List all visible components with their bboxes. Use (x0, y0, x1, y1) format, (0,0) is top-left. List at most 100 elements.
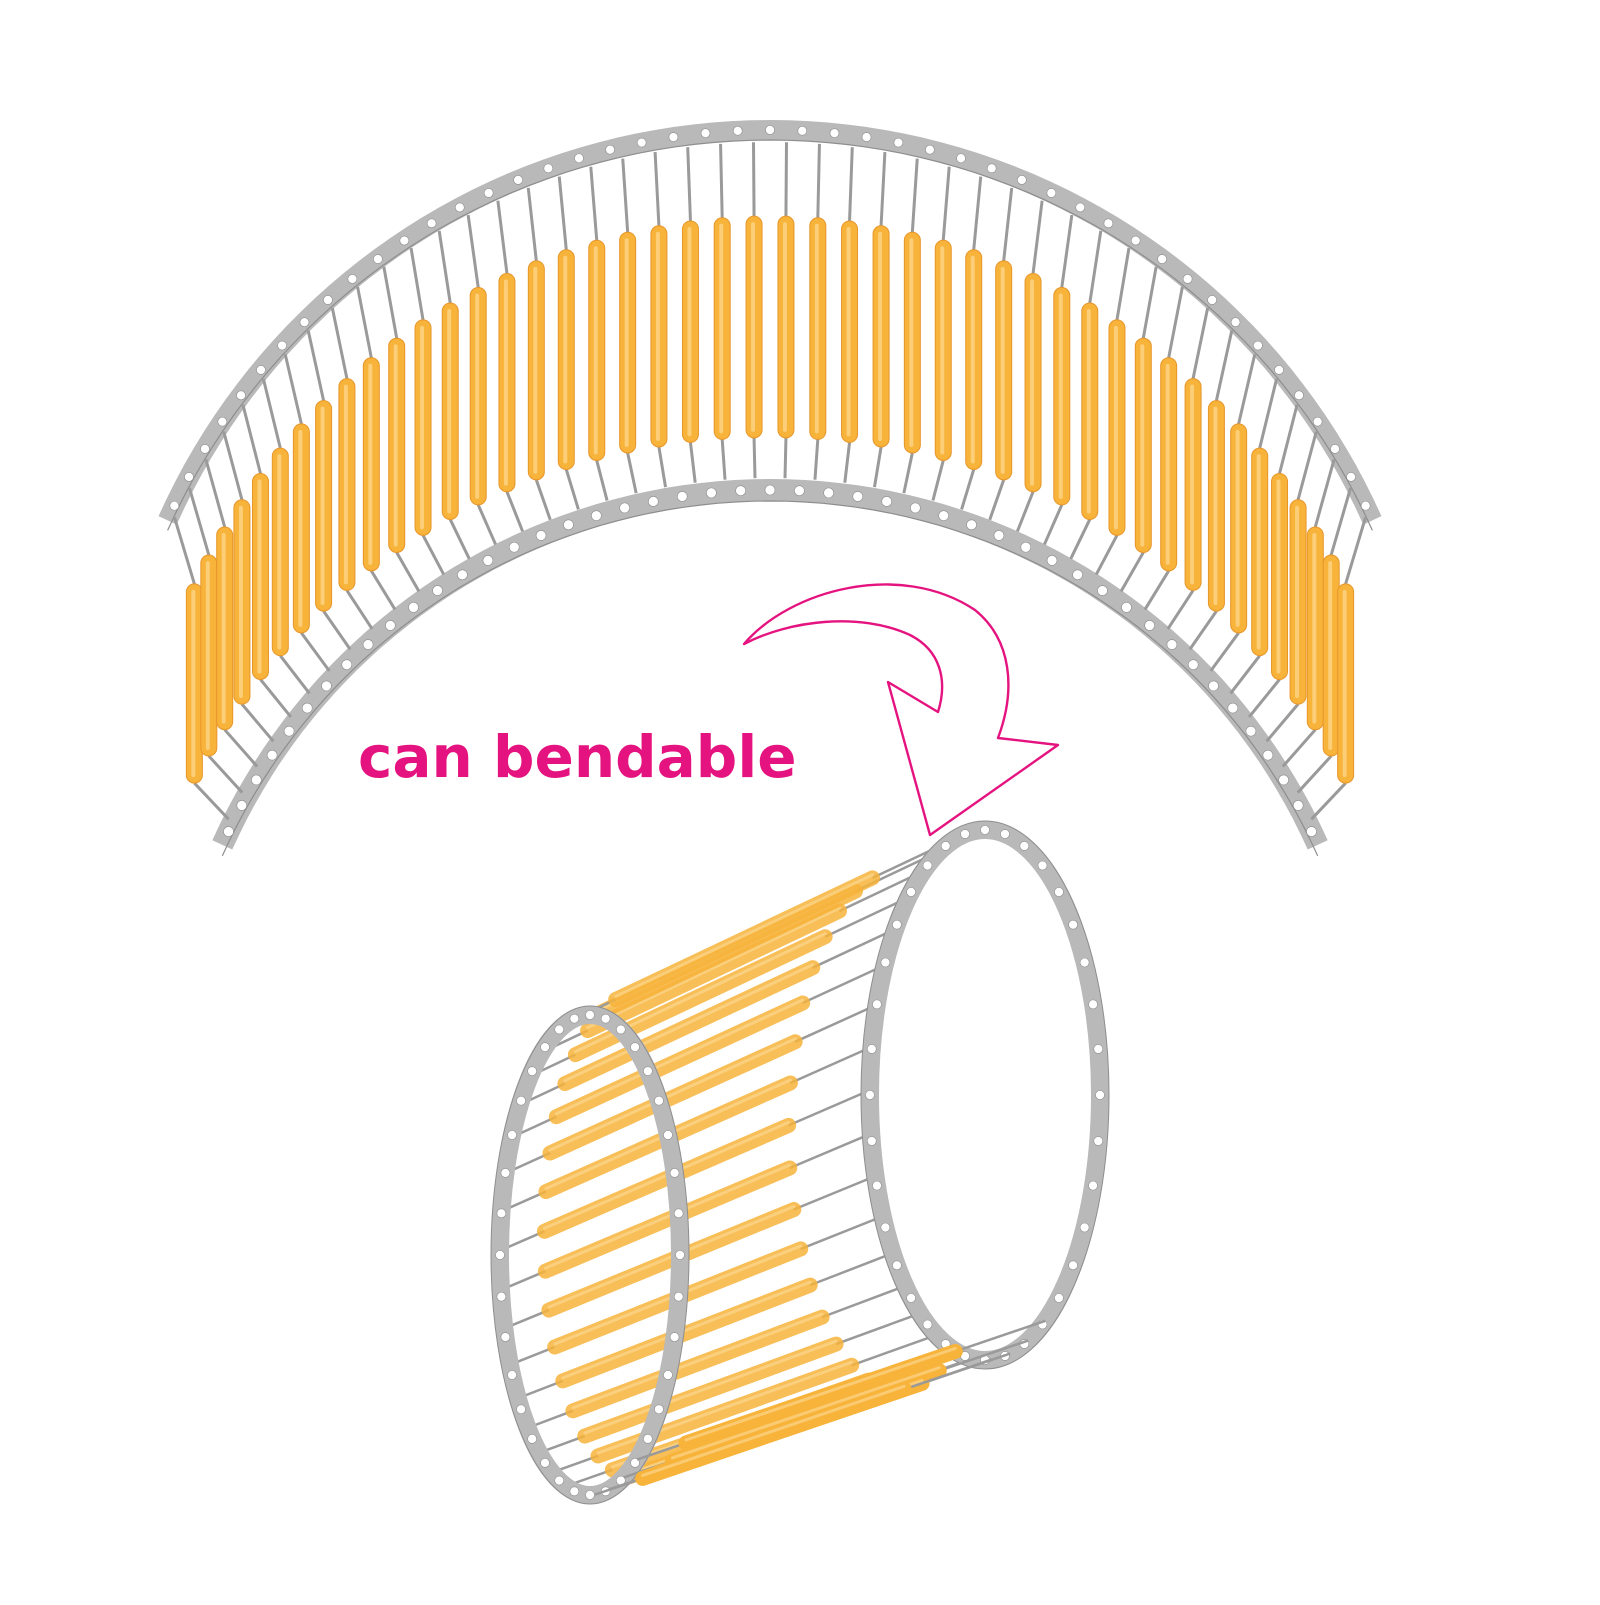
cylinder-filament-highlight (670, 1366, 941, 1460)
arched-lead-bottom (1069, 518, 1092, 560)
arched-lead-bottom (1094, 534, 1119, 576)
arched-lead-top (557, 176, 568, 250)
arched-top-hole (399, 235, 410, 246)
arched-lead-bottom (902, 452, 914, 494)
arched-lead-top (686, 147, 692, 222)
cylinder-left-ring-hole (673, 1291, 684, 1302)
arched-lead-bottom (783, 437, 788, 479)
cylinder-right-ring-hole (1093, 1044, 1104, 1054)
arched-lead-top (204, 458, 227, 528)
cylinder-right-ring-hole (1088, 1180, 1098, 1191)
cylinder-right-ring-hole (892, 1260, 902, 1271)
arched-top-hole (1230, 317, 1241, 327)
arched-bottom-hole (563, 519, 574, 531)
arched-lead-bottom (960, 469, 976, 510)
arched-lead-top (409, 247, 425, 321)
arched-top-hole (986, 163, 997, 174)
cylinder-left-ring-hole (527, 1066, 537, 1076)
cylinder-left-ring-hole (569, 1486, 580, 1497)
arched-top-hole (1157, 254, 1167, 264)
arched-top-hole (513, 175, 523, 185)
arched-filament-strip (158, 119, 1382, 857)
cylinder-filament (537, 1160, 798, 1279)
cylinder-filament (577, 1336, 844, 1444)
arched-top-hole (277, 340, 287, 351)
arched-top-hole (732, 125, 743, 136)
arched-top-hole (1274, 365, 1284, 375)
cylinder-left-ring-hole (540, 1042, 550, 1052)
arched-top-hole (1017, 175, 1027, 185)
arched-top-hole (256, 365, 266, 375)
arched-bottom-hole (1306, 826, 1317, 837)
arched-filament-highlight (1328, 561, 1333, 751)
arched-filament-highlight (687, 226, 692, 437)
arched-lead-bottom (1229, 654, 1261, 695)
cylinder-lead-left (594, 1477, 644, 1496)
arched-lead-top (972, 176, 983, 250)
cylinder-left-ring-hole (496, 1291, 507, 1302)
arched-lead-bottom (752, 437, 757, 479)
arched-bottom-hole (823, 487, 834, 499)
arched-top-hole (636, 137, 647, 148)
cylinder-right-ring-hole (1095, 1090, 1105, 1100)
arched-filament-highlight (221, 532, 226, 724)
arched-lead-top (1237, 353, 1257, 425)
arched-lead-bottom (395, 551, 421, 593)
cylinder-filament-highlight (684, 1346, 957, 1442)
arched-top-hole (543, 163, 554, 174)
arched-filament-highlight (277, 454, 282, 650)
arched-filament-highlight (343, 384, 348, 585)
arched-lead-bottom (322, 610, 352, 651)
arched-top-hole (1294, 390, 1304, 401)
arched-lead-top (1031, 200, 1044, 274)
arched-lead-top (1278, 404, 1299, 474)
arched-bottom-hole (1020, 541, 1032, 553)
cylinder-left-ring-hole (585, 1010, 595, 1020)
cylinder-left-ring-hole (600, 1013, 611, 1024)
cylinder-filament-highlight (561, 1280, 812, 1380)
rolled-filament-cylinder (490, 820, 1110, 1505)
arched-bottom-hole (1166, 639, 1178, 650)
cylinder-filament (555, 1277, 818, 1389)
arched-bottom-hole (321, 680, 332, 692)
cylinder-right-ring-hole (922, 860, 933, 871)
arched-lead-top (1329, 487, 1352, 556)
arched-bottom-hole (1262, 749, 1274, 761)
arched-lead-top (1191, 307, 1210, 379)
arched-lead-bottom (720, 439, 727, 480)
cylinder-right-ring-hole (1068, 919, 1078, 930)
cylinder-left-ring-hole (507, 1130, 517, 1140)
cylinder-left-ring-hole (654, 1404, 664, 1415)
cylinder-left-ring-hole (554, 1024, 565, 1035)
cylinder-right-ring-hole (1037, 860, 1048, 871)
arched-filament-highlight (368, 363, 373, 565)
arched-lead-bottom (1015, 491, 1035, 532)
arched-lead-top (1115, 247, 1131, 321)
cylinder-left-ring-hole (643, 1434, 653, 1444)
arched-top-hole (1182, 274, 1193, 284)
arched-top-hole (700, 128, 711, 138)
cylinder-right-ring-hole (872, 999, 882, 1010)
cylinder-lead-right (788, 1088, 871, 1127)
arched-filament-highlight (1190, 384, 1195, 585)
arched-lead-top (526, 187, 538, 262)
arched-top-band-edge (167, 139, 1373, 531)
arched-top-hole (299, 317, 310, 327)
arched-top-hole (169, 500, 180, 511)
arched-filament-highlight (533, 266, 538, 474)
cylinder-lead-right (800, 1215, 884, 1251)
arched-lead-top (1296, 431, 1318, 501)
arched-lead-top (1088, 230, 1103, 304)
arched-bottom-hole (1245, 725, 1257, 737)
arched-lead-top (241, 404, 262, 474)
cylinder-right-ring-hole (960, 829, 970, 839)
cylinder-right-ring-hole (906, 887, 916, 897)
cylinder-lead-right (821, 1284, 906, 1319)
arched-lead-top (879, 152, 887, 226)
arched-bottom-hole (966, 519, 977, 531)
cylinder-right-ring-hole (1079, 1222, 1090, 1233)
cylinder-filament-highlight (583, 1339, 838, 1435)
arched-filament-highlight (846, 226, 851, 437)
cylinder-left-ring-hole (669, 1332, 680, 1342)
arched-filament-highlight (1086, 309, 1091, 514)
